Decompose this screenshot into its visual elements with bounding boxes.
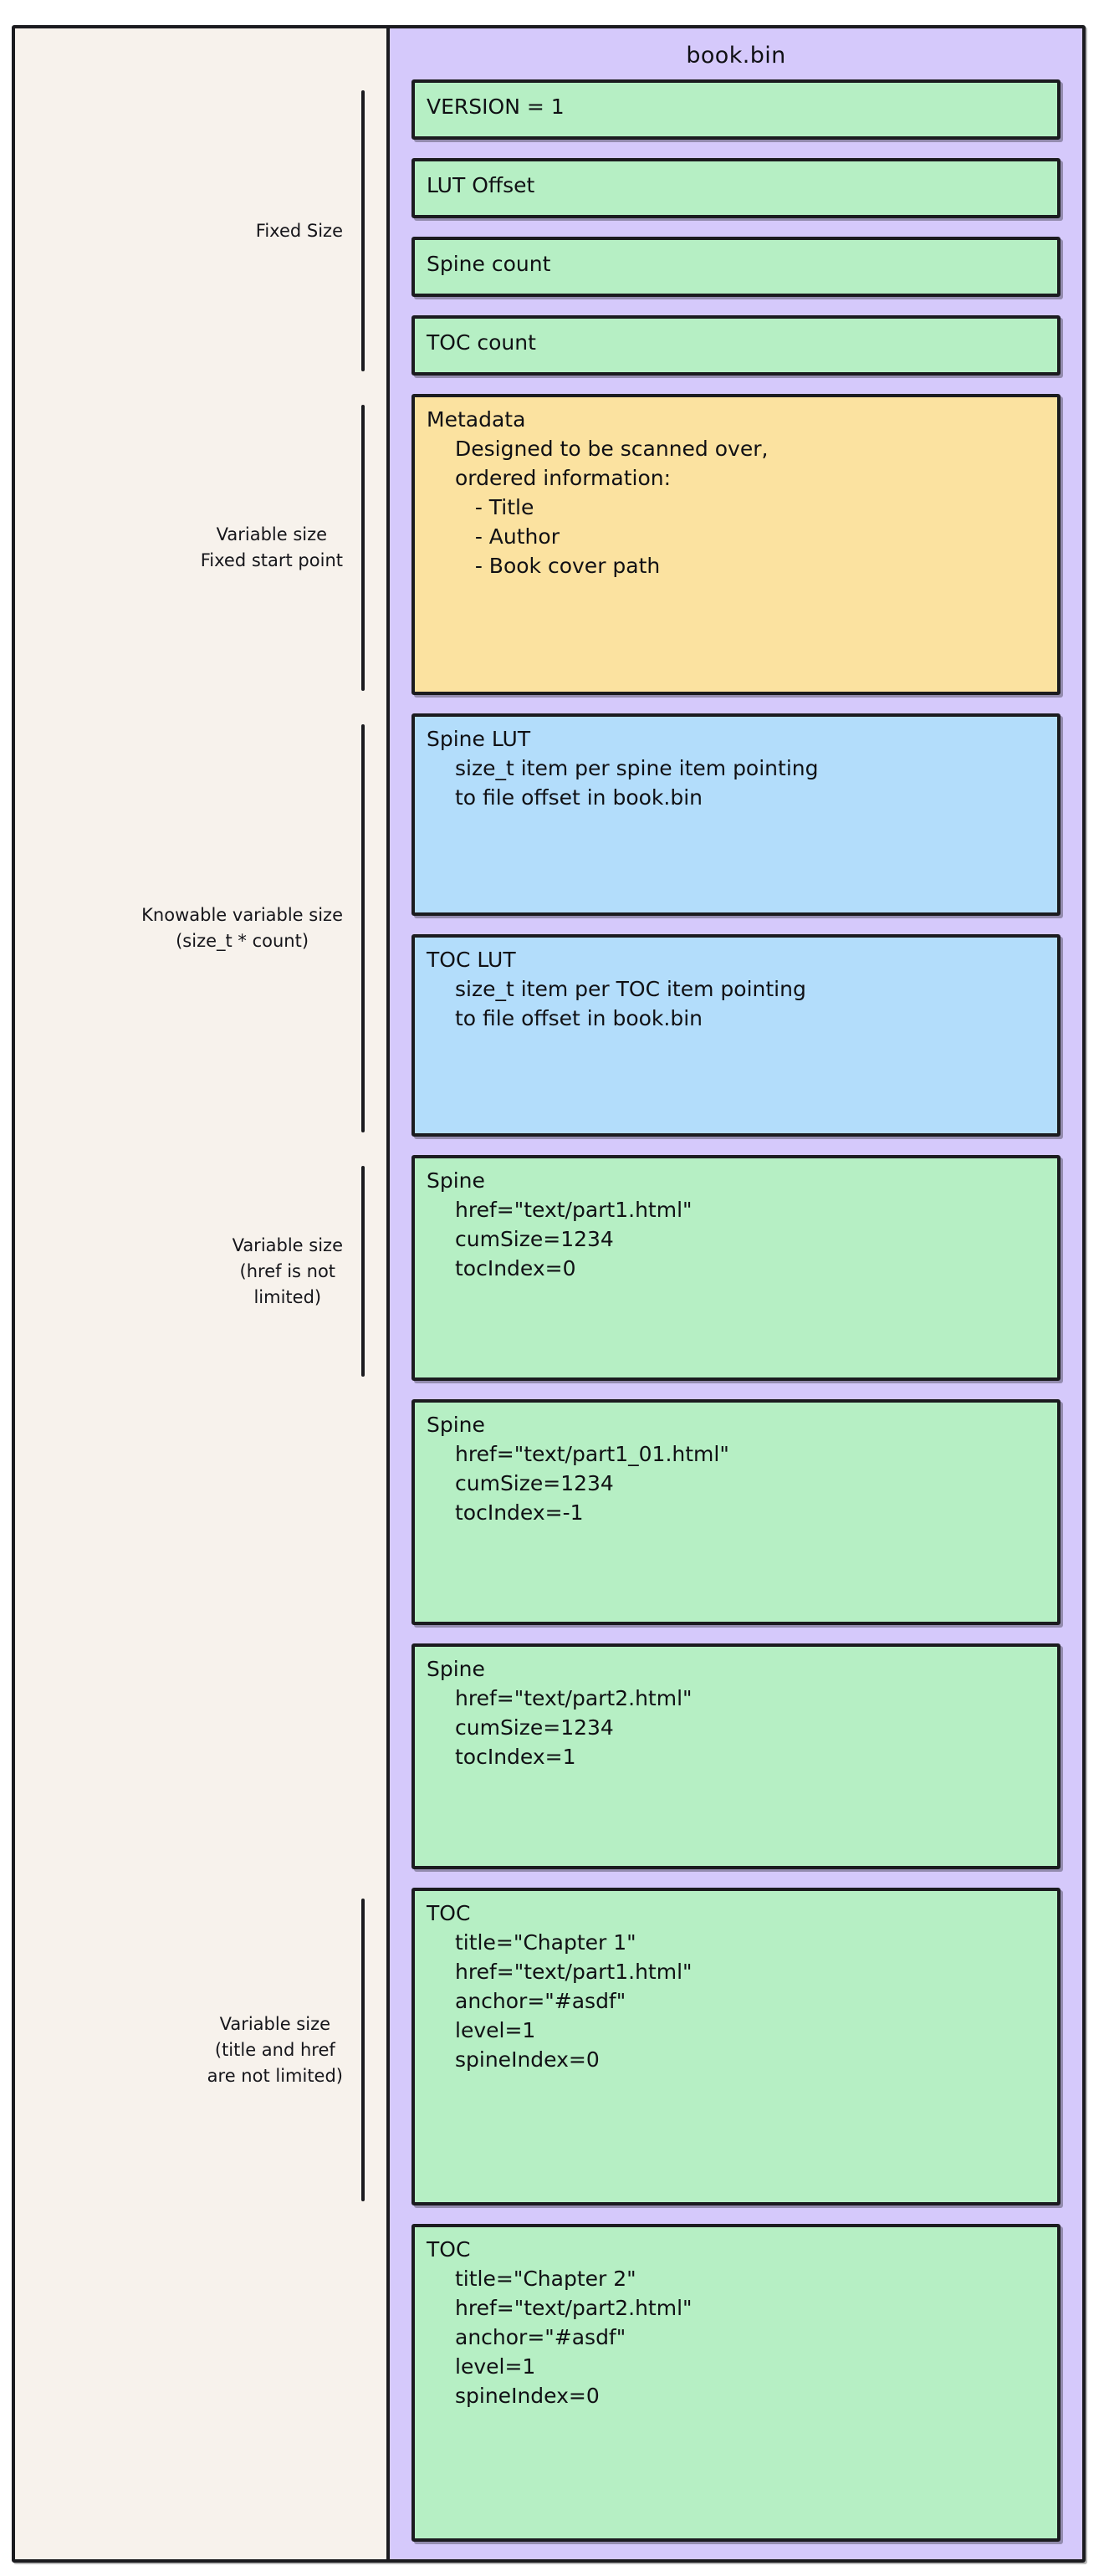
annotation-knowable-variable-size: Knowable variable size (size_t * count): [12, 717, 386, 1140]
record-head: Spine: [427, 1168, 485, 1193]
record-toc-count: TOC count: [411, 315, 1061, 376]
annotation-label: Knowable variable size (size_t * count): [141, 905, 343, 951]
annotation-label: Fixed Size: [255, 220, 343, 241]
file-title: book.bin: [686, 43, 786, 69]
record-line: cumSize=1234: [455, 1471, 614, 1495]
record-head: TOC count: [427, 330, 536, 355]
annotation-bracket: [361, 1166, 365, 1377]
record-line: - Author: [455, 524, 560, 549]
record-line: cumSize=1234: [455, 1227, 614, 1251]
annotation-variable-size-title-href: Variable size (title and href are not li…: [12, 1891, 386, 2209]
annotation-fixed-size: Fixed Size: [12, 83, 386, 379]
record-line: tocIndex=-1: [455, 1500, 584, 1525]
record-line: Designed to be scanned over,: [455, 437, 769, 461]
record-line: tocIndex=1: [455, 1745, 576, 1769]
record-line: href="text/part2.html": [455, 2296, 693, 2320]
annotation-variable-size-href: Variable size (href is not limited): [12, 1158, 386, 1384]
record-toc-1: TOC title="Chapter 1" href="text/part1.htm…: [411, 1888, 1061, 2205]
annotation-label: Variable size (title and href are not li…: [207, 2013, 343, 2086]
record-line: - Book cover path: [455, 554, 661, 578]
annotation-label: Variable size Fixed start point: [200, 524, 343, 570]
record-spine-3: Spine href="text/part2.html" cumSize=1234 t…: [411, 1643, 1061, 1869]
record-head: Metadata: [427, 407, 526, 432]
record-head: TOC LUT: [427, 948, 516, 972]
record-head: Spine LUT: [427, 727, 531, 751]
record-toc-2: TOC title="Chapter 2" href="text/part2.htm…: [411, 2224, 1061, 2542]
annotation-bracket: [361, 1899, 365, 2201]
record-head: LUT Offset: [427, 173, 535, 197]
record-head: Spine: [427, 1657, 485, 1681]
record-line: title="Chapter 2": [455, 2267, 636, 2291]
record-spine-2: Spine href="text/part1_01.html" cumSize=12…: [411, 1399, 1061, 1625]
record-spine-1: Spine href="text/part1.html" cumSize=1234 t…: [411, 1155, 1061, 1381]
record-line: href="text/part2.html": [455, 1686, 693, 1710]
record-toc-lut: TOC LUT size_t item per TOC item pointing…: [411, 934, 1061, 1137]
record-line: href="text/part1.html": [455, 1960, 693, 1984]
record-head: Spine count: [427, 252, 551, 276]
annotation-bracket: [361, 90, 365, 371]
record-line: level=1: [455, 2354, 536, 2379]
record-line: - Title: [455, 495, 534, 519]
annotation-bracket: [361, 405, 365, 691]
annotation-bracket: [361, 724, 365, 1132]
record-line: to file offset in book.bin: [455, 1006, 703, 1030]
record-line: cumSize=1234: [455, 1715, 614, 1740]
record-line: tocIndex=0: [455, 1256, 576, 1280]
record-line: to file offset in book.bin: [455, 785, 703, 810]
annotation-label: Variable size (href is not limited): [232, 1234, 343, 1307]
record-line: size_t item per spine item pointing: [455, 756, 819, 780]
annotation-variable-size-fixed-start: Variable size Fixed start point: [12, 397, 386, 698]
record-line: ordered information:: [455, 466, 672, 490]
record-head: TOC: [427, 2237, 471, 2262]
record-line: href="text/part1.html": [455, 1198, 693, 1222]
record-version: VERSION = 1: [411, 79, 1061, 140]
record-head: VERSION = 1: [427, 95, 565, 119]
record-line: anchor="#asdf": [455, 1989, 626, 2013]
record-head: Spine: [427, 1413, 485, 1437]
record-line: spineIndex=0: [455, 2047, 600, 2072]
record-line: title="Chapter 1": [455, 1930, 636, 1955]
record-line: size_t item per TOC item pointing: [455, 977, 806, 1001]
record-line: anchor="#asdf": [455, 2325, 626, 2349]
record-head: TOC: [427, 1901, 471, 1925]
record-spine-lut: Spine LUT size_t item per spine item poin…: [411, 713, 1061, 916]
record-spine-count: Spine count: [411, 237, 1061, 297]
record-lut-offset: LUT Offset: [411, 158, 1061, 218]
record-line: href="text/part1_01.html": [455, 1442, 729, 1466]
record-line: spineIndex=0: [455, 2384, 600, 2408]
record-line: level=1: [455, 2018, 536, 2042]
